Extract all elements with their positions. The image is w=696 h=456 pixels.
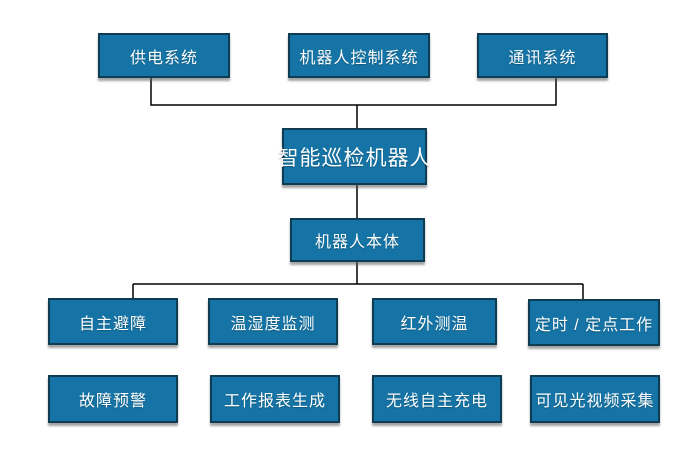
node-intelligent-inspection-robot: 智能巡检机器人	[278, 128, 431, 185]
node-robot-control-system: 机器人控制系统	[288, 33, 430, 78]
node-report-generation: 工作报表生成	[210, 375, 340, 423]
node-scheduled-work: 定时 / 定点工作	[528, 299, 660, 346]
node-fault-warning: 故障预警	[48, 375, 178, 423]
node-robot-body: 机器人本体	[290, 218, 425, 262]
node-communication-system: 通讯系统	[477, 33, 608, 78]
node-power-system: 供电系统	[98, 33, 230, 78]
node-infrared-temp: 红外测温	[372, 298, 497, 345]
node-temp-humidity-monitor: 温湿度监测	[208, 298, 338, 345]
node-video-capture: 可见光视频采集	[530, 375, 660, 423]
connector-top-bracket	[150, 78, 557, 128]
node-obstacle-avoidance: 自主避障	[48, 298, 178, 345]
node-wireless-charging: 无线自主充电	[372, 375, 502, 423]
connector-bottom-bracket	[132, 262, 584, 299]
